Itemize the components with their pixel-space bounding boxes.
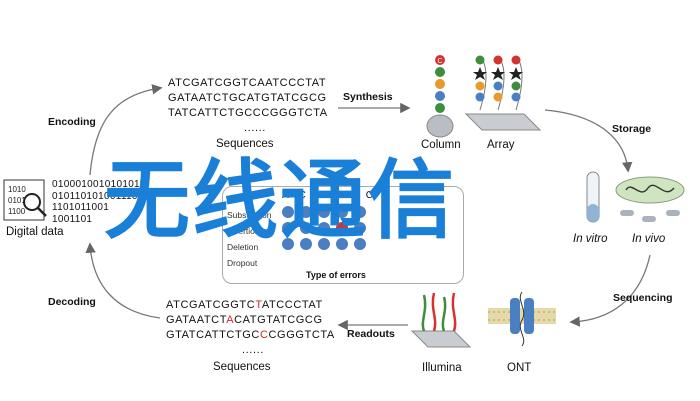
error-insertion: Insertion xyxy=(227,226,260,236)
in-vitro-label: In vitro xyxy=(573,233,608,245)
errors-header: ACGATC xyxy=(282,190,383,201)
bit-line: 0101101010011101 xyxy=(52,190,144,202)
error-dropout: Dropout xyxy=(227,258,258,268)
error-bases-grid xyxy=(282,206,366,250)
array-label: Array xyxy=(487,139,515,151)
errors-title: Type of errors xyxy=(306,270,366,280)
bit-line: 1101011001 xyxy=(52,202,110,213)
error-deletion: Deletion xyxy=(227,242,259,252)
sequence-line: ATCGATCGGTCTATCCCTAT xyxy=(166,299,323,311)
storage-arrow xyxy=(544,109,633,173)
mutation-base: C xyxy=(259,329,269,341)
stage-storage: Storage xyxy=(612,123,652,135)
in-vivo-label: In vivo xyxy=(632,233,666,245)
synthesis-array xyxy=(464,55,542,131)
svg-text:1010: 1010 xyxy=(8,185,26,194)
svg-text:0101: 0101 xyxy=(8,196,26,205)
bit-line: 1001101 xyxy=(52,213,93,225)
sequence-ellipsis: ...... xyxy=(242,344,264,356)
encoding-arrow xyxy=(89,84,163,176)
bit-line: 0100010010101011 xyxy=(52,179,146,190)
decoding-arrow xyxy=(85,242,161,319)
mutation-base: T xyxy=(255,299,262,311)
synthesis-column: C xyxy=(426,55,454,138)
array-plate xyxy=(464,113,542,131)
digital-data-icon: 1010 0101 1100 xyxy=(3,179,47,221)
ont-nanopore xyxy=(488,291,556,347)
storage-in-vivo-cell xyxy=(615,176,685,222)
ont-label: ONT xyxy=(507,362,532,374)
illumina-flowcell xyxy=(410,292,472,348)
encoded-sequences-caption: Sequences xyxy=(216,138,274,150)
digital-data-caption: Digital data xyxy=(6,226,64,238)
sequence-ellipsis: ...... xyxy=(244,122,266,134)
stage-readouts: Readouts xyxy=(347,328,395,340)
sequence-line: ATCGATCGGTCAATCCCTAT xyxy=(168,77,327,89)
error-substitution: Substitution xyxy=(227,210,272,220)
svg-text:1100: 1100 xyxy=(8,207,26,216)
decoded-sequences-caption: Sequences xyxy=(213,361,271,373)
mutation-base: A xyxy=(226,314,235,326)
column-base-strand: C xyxy=(435,55,445,113)
stage-sequencing: Sequencing xyxy=(613,292,673,304)
stage-encoding: Encoding xyxy=(48,116,96,128)
encoded-sequences: ATCGATCGGTCAATCCCTAT GATAATCTGCATGTATCGC… xyxy=(168,76,328,136)
decoded-sequences: ATCGATCGGTCTATCCCTAT GATAATCTACATGTATCGC… xyxy=(166,298,335,358)
sequence-line: GTATCATTCTGCCCGGGTCTA xyxy=(166,329,335,341)
illumina-label: Illumina xyxy=(422,362,462,374)
svg-text:C: C xyxy=(437,58,442,65)
digital-bits: 0100010010101011 0101101010011101 110101… xyxy=(52,179,145,225)
array-strand xyxy=(473,55,523,111)
stage-synthesis: Synthesis xyxy=(343,91,393,103)
storage-in-vitro-tube xyxy=(586,171,600,223)
column-bead xyxy=(426,114,454,138)
errors-panel xyxy=(222,186,464,284)
sequencing-arrow xyxy=(569,254,651,327)
column-label: Column xyxy=(421,139,461,151)
errors-row-labels: Substitution Insertion Deletion Dropout xyxy=(227,207,271,271)
overlay-title: 无线通信 xyxy=(104,151,456,251)
sequence-line: GATAATCTGCATGTATCGCG xyxy=(168,92,327,104)
sequence-line: GATAATCTACATGTATCGCG xyxy=(166,314,323,326)
stage-decoding: Decoding xyxy=(48,296,96,308)
sequence-line: TATCATTCTGCCCGGGTCTA xyxy=(168,107,328,119)
